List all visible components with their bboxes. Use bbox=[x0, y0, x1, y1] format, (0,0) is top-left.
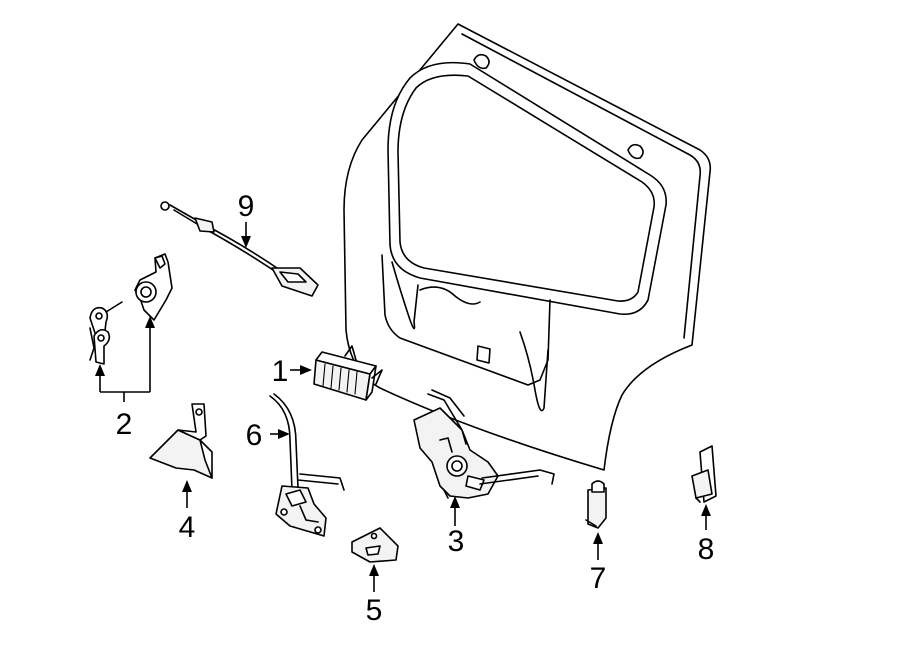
callout-8: 8 bbox=[698, 533, 715, 566]
part-release-cable bbox=[160, 201, 319, 297]
part-latch-assembly bbox=[413, 389, 555, 499]
part-lock-cylinder-keys bbox=[89, 253, 173, 365]
rear-window bbox=[387, 61, 667, 316]
part-release-switch bbox=[313, 345, 383, 401]
part-bracket bbox=[149, 403, 213, 479]
callout-1: 1 bbox=[272, 355, 289, 388]
part-module bbox=[691, 445, 717, 503]
part-striker bbox=[351, 527, 399, 563]
part-clip bbox=[585, 480, 607, 529]
leader-lines bbox=[95, 222, 711, 592]
callout-9: 9 bbox=[238, 190, 255, 223]
callout-3: 3 bbox=[448, 525, 465, 558]
liftgate-panel bbox=[343, 23, 712, 471]
callout-2: 2 bbox=[116, 408, 133, 441]
callout-4: 4 bbox=[179, 511, 196, 544]
part-hinge-rod bbox=[269, 393, 345, 537]
callout-7: 7 bbox=[590, 562, 607, 595]
callout-6: 6 bbox=[246, 419, 263, 452]
callout-5: 5 bbox=[366, 594, 383, 627]
